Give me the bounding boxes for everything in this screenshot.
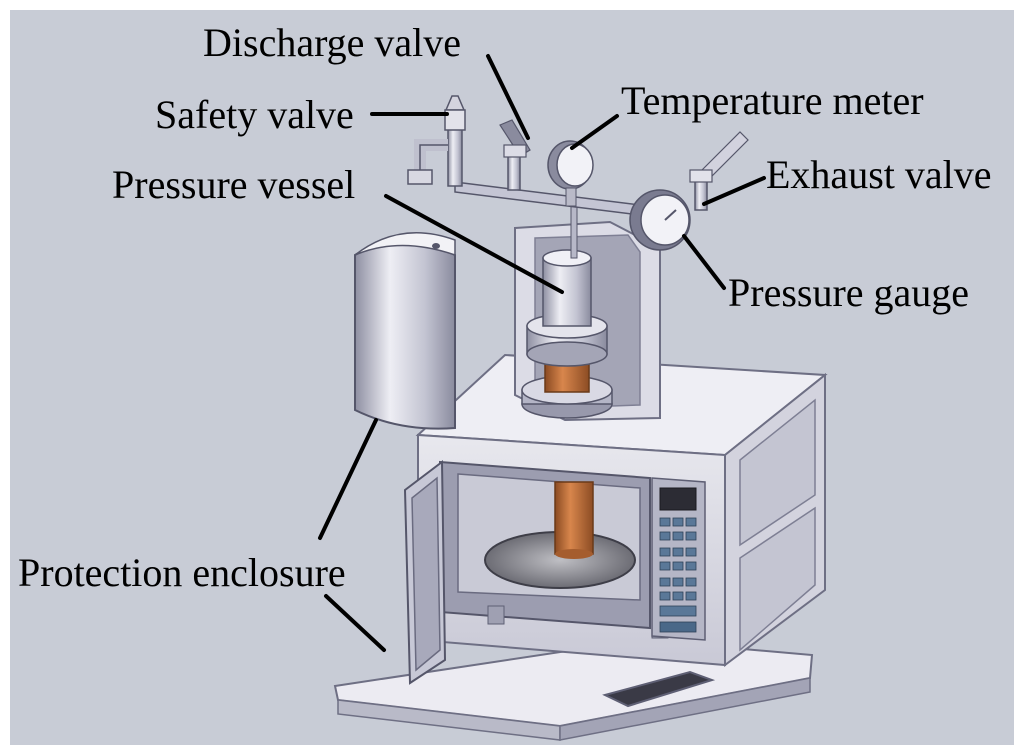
leader-line-discharge-valve — [486, 54, 530, 140]
microwave-oven — [403, 353, 828, 685]
pressure-vessel — [521, 199, 613, 419]
leader-line-protection-enclosure-lower — [324, 594, 386, 652]
label-protection-enclosure: Protection enclosure — [18, 550, 346, 595]
label-pressure-gauge: Pressure gauge — [728, 270, 969, 315]
label-exhaust-valve: Exhaust valve — [766, 152, 992, 197]
pressure-gauge-dial — [629, 189, 691, 251]
label-temperature-meter: Temperature meter — [621, 78, 924, 123]
pipe-assembly — [407, 95, 749, 216]
leader-line-protection-enclosure-upper — [318, 418, 378, 540]
copper-column — [554, 481, 594, 555]
temperature-meter-dial — [547, 140, 594, 207]
leader-line-exhaust-valve — [702, 176, 766, 206]
leader-line-temperature-meter — [570, 114, 619, 150]
protection-enclosure-shell — [354, 231, 456, 430]
label-safety-valve: Safety valve — [155, 92, 354, 137]
label-discharge-valve: Discharge valve — [203, 20, 461, 65]
label-pressure-vessel: Pressure vessel — [112, 162, 355, 207]
keypad-buttons — [659, 517, 697, 617]
leader-line-pressure-vessel — [384, 194, 564, 294]
leader-line-pressure-gauge — [682, 234, 726, 290]
